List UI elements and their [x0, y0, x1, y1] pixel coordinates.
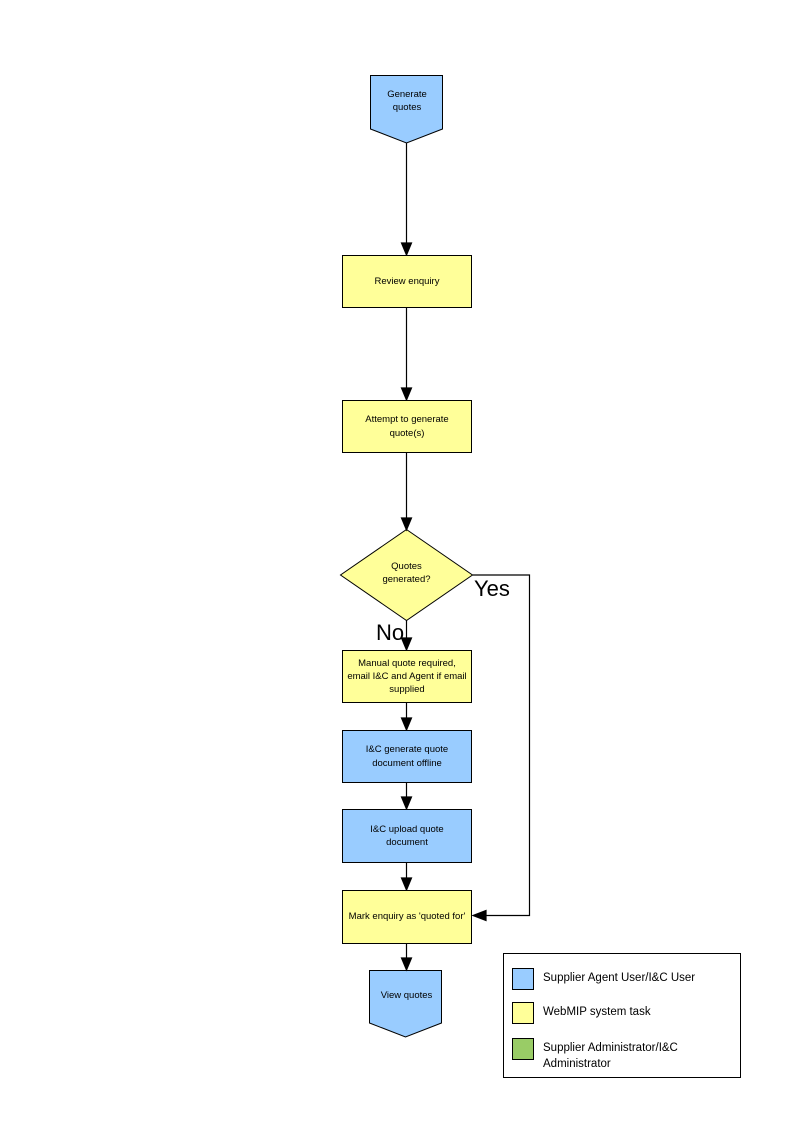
decision-label: Quotes generated? — [382, 561, 431, 586]
node-review-enquiry-label: Review enquiry — [374, 275, 440, 287]
arrowhead-review — [400, 242, 413, 257]
arrowhead-yes-branch — [471, 909, 487, 922]
arrowhead-generate-offline — [400, 717, 413, 732]
legend-swatch-green — [512, 1038, 534, 1060]
arrowhead-attempt — [400, 387, 413, 402]
start-terminator-label: Generate quotes — [387, 89, 427, 114]
legend-item-admin: Supplier Administrator/I&C Administrator — [512, 1038, 721, 1072]
legend-item-user: Supplier Agent User/I&C User — [512, 968, 721, 990]
legend-swatch-yellow — [512, 1002, 534, 1024]
arrowhead-decision — [400, 517, 413, 532]
end-terminator-shape — [369, 970, 442, 1038]
node-attempt-generate: Attempt to generate quote(s) — [342, 400, 472, 453]
node-manual-quote-label: Manual quote required, email I&C and Age… — [347, 657, 467, 696]
arrowhead-upload — [400, 796, 413, 811]
node-review-enquiry: Review enquiry — [342, 255, 472, 308]
node-generate-offline: I&C generate quote document offline — [342, 730, 472, 783]
node-manual-quote: Manual quote required, email I&C and Age… — [342, 650, 472, 703]
arrowhead-mark — [400, 877, 413, 892]
legend-label-admin: Supplier Administrator/I&C Administrator — [543, 1042, 678, 1070]
node-mark-quoted-label: Mark enquiry as 'quoted for' — [348, 911, 466, 923]
arrowhead-end — [400, 957, 413, 972]
end-terminator-label: View quotes — [380, 990, 433, 1001]
node-mark-quoted: Mark enquiry as 'quoted for' — [342, 890, 472, 944]
legend-swatch-blue — [512, 968, 534, 990]
legend-box: Supplier Agent User/I&C User WebMIP syst… — [503, 953, 741, 1078]
node-upload-document-label: I&C upload quote document — [370, 823, 444, 848]
branch-label-no: No — [376, 620, 405, 645]
legend-label-system: WebMIP system task — [543, 1006, 651, 1018]
yes-branch-line — [472, 574, 531, 917]
legend-label-user: Supplier Agent User/I&C User — [543, 972, 696, 984]
node-upload-document: I&C upload quote document — [342, 809, 472, 863]
branch-label-yes: Yes — [474, 576, 510, 601]
legend-item-system: WebMIP system task — [512, 1002, 721, 1024]
node-attempt-generate-label: Attempt to generate quote(s) — [365, 414, 449, 439]
node-generate-offline-label: I&C generate quote document offline — [365, 744, 449, 769]
